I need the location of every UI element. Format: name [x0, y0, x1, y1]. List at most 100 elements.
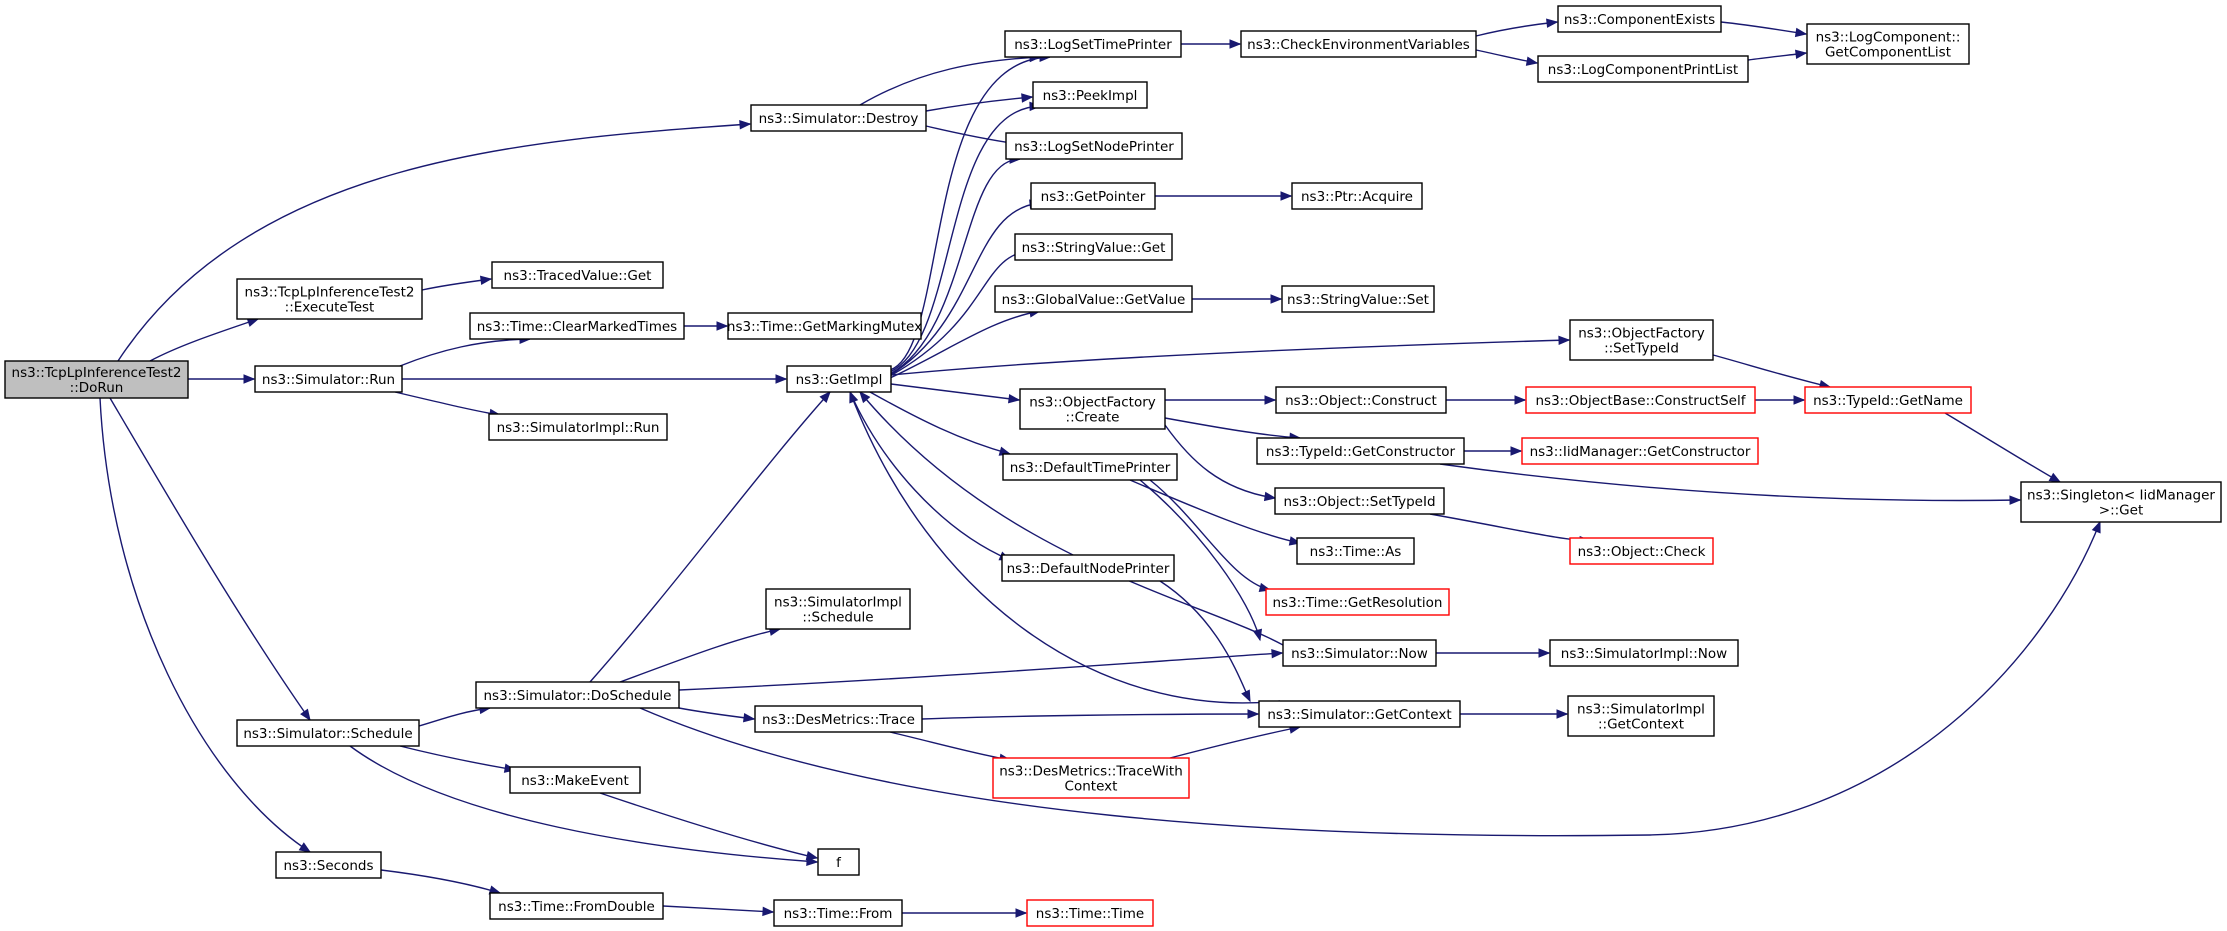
- node-label: ns3::Object::Construct: [1285, 393, 1437, 409]
- node-root[interactable]: ns3::TcpLpInferenceTest2::DoRun: [4, 360, 189, 399]
- edge-doschedule-to-singleton: [639, 520, 2101, 837]
- node-time[interactable]: ns3::Time::Time: [1026, 899, 1154, 927]
- node-clearmarked[interactable]: ns3::Time::ClearMarkedTimes: [469, 312, 685, 340]
- node-from[interactable]: ns3::Time::From: [773, 899, 903, 927]
- node-doschedule[interactable]: ns3::Simulator::DoSchedule: [475, 681, 680, 709]
- node-fromdouble[interactable]: ns3::Time::FromDouble: [489, 892, 664, 920]
- arrowhead: [2009, 495, 2022, 505]
- node-compexists[interactable]: ns3::ComponentExists: [1557, 5, 1722, 33]
- edge-line: [889, 105, 1041, 373]
- node-f[interactable]: f: [817, 848, 860, 876]
- arrowhead: [1241, 689, 1251, 703]
- edge-line: [1164, 424, 1276, 499]
- node-iidgetctor[interactable]: ns3::IidManager::GetConstructor: [1521, 437, 1759, 465]
- node-getconstructor[interactable]: ns3::TypeId::GetConstructor: [1256, 437, 1465, 465]
- node-getcomplist[interactable]: ns3::LogComponent::GetComponentList: [1806, 23, 1970, 65]
- node-logcompprint[interactable]: ns3::LogComponentPrintList: [1537, 55, 1749, 83]
- edge-schedule-to-f: [349, 745, 819, 866]
- node-label: ns3::DesMetrics::TraceWith: [999, 764, 1183, 780]
- node-timeas[interactable]: ns3::Time::As: [1296, 537, 1415, 565]
- node-box: [1296, 537, 1415, 565]
- node-box: [1005, 132, 1183, 160]
- edge-line: [1429, 513, 1591, 542]
- node-label: ns3::Time::FromDouble: [498, 899, 655, 915]
- node-defnodeprinter[interactable]: ns3::DefaultNodePrinter: [1001, 554, 1175, 582]
- node-label: ns3::StringValue::Set: [1287, 292, 1429, 308]
- node-desTrace[interactable]: ns3::DesMetrics::Trace: [754, 705, 923, 733]
- node-ptracquire[interactable]: ns3::Ptr::Acquire: [1291, 182, 1423, 210]
- node-label: ::SetTypeId: [1604, 341, 1679, 357]
- node-simimplrun[interactable]: ns3::SimulatorImpl::Run: [488, 413, 668, 441]
- node-simimplnow[interactable]: ns3::SimulatorImpl::Now: [1549, 639, 1739, 667]
- node-label: ns3::CheckEnvironmentVariables: [1247, 37, 1470, 53]
- node-getcontext[interactable]: ns3::Simulator::GetContext: [1258, 700, 1461, 728]
- node-label: ::DoRun: [70, 380, 124, 396]
- node-tracedget[interactable]: ns3::TracedValue::Get: [491, 261, 664, 289]
- edge-from-to-time: [902, 908, 1028, 918]
- edge-line: [117, 123, 751, 362]
- node-label: ns3::Time::From: [784, 906, 893, 922]
- node-objconstruct[interactable]: ns3::Object::Construct: [1275, 386, 1447, 414]
- edge-line: [1139, 479, 1261, 641]
- node-deftimeprinter[interactable]: ns3::DefaultTimePrinter: [1002, 453, 1178, 481]
- node-ofcreate[interactable]: ns3::ObjectFactory::Create: [1019, 388, 1166, 430]
- node-box: [1569, 537, 1714, 565]
- edge-line: [889, 310, 1041, 379]
- node-label: ns3::TypeId::GetConstructor: [1266, 444, 1456, 460]
- node-run[interactable]: ns3::Simulator::Run: [254, 365, 403, 393]
- node-implschedule[interactable]: ns3::SimulatorImpl::Schedule: [765, 588, 911, 630]
- node-markingmutex[interactable]: ns3::Time::GetMarkingMutex: [727, 312, 922, 340]
- node-seconds[interactable]: ns3::Seconds: [275, 851, 382, 879]
- node-label: ns3::TracedValue::Get: [504, 268, 652, 284]
- node-objsettypeid[interactable]: ns3::Object::SetTypeId: [1274, 487, 1445, 515]
- edge-traceWithCtx-to-getcontext: [1169, 724, 1302, 759]
- node-getresolution[interactable]: ns3::Time::GetResolution: [1265, 588, 1450, 616]
- node-ofsettypeid[interactable]: ns3::ObjectFactory::SetTypeId: [1569, 319, 1714, 361]
- node-label: ns3::SimulatorImpl::Run: [497, 420, 660, 436]
- node-label: ns3::IidManager::GetConstructor: [1530, 444, 1751, 460]
- node-getname[interactable]: ns3::TypeId::GetName: [1804, 386, 1972, 414]
- edge-line: [1149, 479, 1271, 591]
- node-label: ns3::LogSetTimePrinter: [1014, 37, 1172, 53]
- edge-getconstructor-to-iidgetctor: [1463, 446, 1523, 456]
- node-destroy[interactable]: ns3::Simulator::Destroy: [750, 104, 927, 132]
- node-makeevent[interactable]: ns3::MakeEvent: [509, 766, 641, 794]
- node-box: [1240, 30, 1477, 58]
- arrowhead: [1007, 393, 1021, 404]
- node-label: ns3::Simulator::Run: [262, 372, 395, 388]
- edge-simnow-to-getimpl: [859, 390, 1284, 646]
- node-box: [491, 261, 664, 289]
- node-checkenv[interactable]: ns3::CheckEnvironmentVariables: [1240, 30, 1477, 58]
- node-logsetnode[interactable]: ns3::LogSetNodePrinter: [1005, 132, 1183, 160]
- node-box: [1026, 899, 1154, 927]
- arrowhead: [1525, 56, 1539, 66]
- edge-run-to-simimplrun: [394, 391, 502, 419]
- edge-root-to-execute: [149, 317, 260, 362]
- node-implgetcontext[interactable]: ns3::SimulatorImpl::GetContext: [1567, 695, 1715, 737]
- node-strget[interactable]: ns3::StringValue::Get: [1014, 233, 1173, 261]
- node-box: [2020, 481, 2222, 523]
- edge-line: [889, 731, 1011, 761]
- node-peekimpl[interactable]: ns3::PeekImpl: [1032, 81, 1148, 109]
- node-getpointer[interactable]: ns3::GetPointer: [1030, 182, 1156, 210]
- edge-compexists-to-getcomplist: [1720, 21, 1808, 38]
- edge-root-to-destroy: [117, 120, 752, 362]
- node-strset[interactable]: ns3::StringValue::Set: [1281, 285, 1435, 313]
- node-label: ns3::Simulator::Now: [1291, 646, 1428, 662]
- node-getimpl[interactable]: ns3::GetImpl: [786, 365, 892, 393]
- node-logsettime[interactable]: ns3::LogSetTimePrinter: [1004, 30, 1182, 58]
- node-objcheck[interactable]: ns3::Object::Check: [1569, 537, 1714, 565]
- edge-line: [859, 391, 1284, 646]
- node-box: [1525, 386, 1756, 414]
- node-schedule[interactable]: ns3::Simulator::Schedule: [236, 719, 420, 747]
- arrowhead: [1263, 491, 1277, 502]
- arrowhead: [1794, 49, 1808, 60]
- node-gvgetvalue[interactable]: ns3::GlobalValue::GetValue: [994, 285, 1193, 313]
- node-constructself[interactable]: ns3::ObjectBase::ConstructSelf: [1525, 386, 1756, 414]
- node-execute[interactable]: ns3::TcpLpInferenceTest2::ExecuteTest: [236, 278, 423, 320]
- node-simnow[interactable]: ns3::Simulator::Now: [1282, 639, 1437, 667]
- node-singleton[interactable]: ns3::Singleton< IidManager>::Get: [2020, 481, 2222, 523]
- edge-desTrace-to-getcontext: [921, 709, 1260, 720]
